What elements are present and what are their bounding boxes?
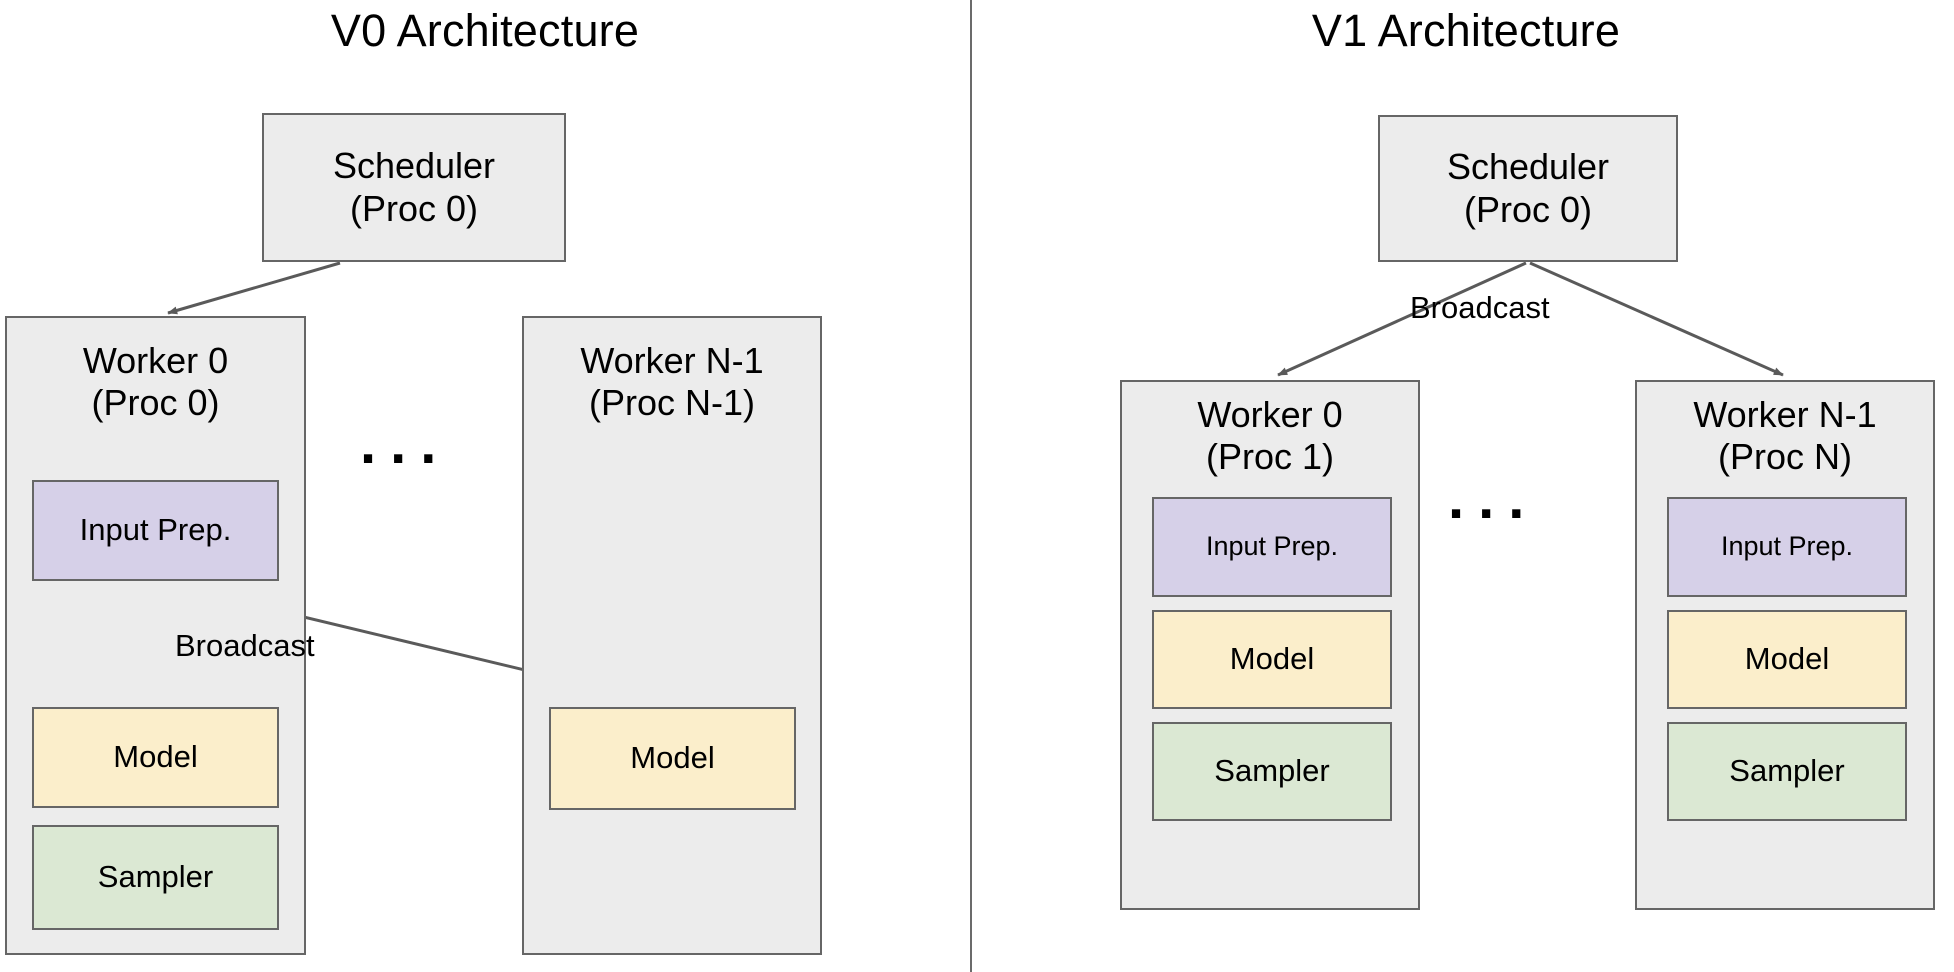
v0-worker-0-input-prep-box[interactable]: Input Prep.	[32, 480, 279, 581]
v1-scheduler-line2: (Proc 0)	[1463, 188, 1593, 230]
arrow-scheduler-to-worker-n-1	[1529, 261, 1784, 377]
panel-divider	[970, 0, 972, 972]
v0-ellipsis: ...	[360, 411, 451, 476]
arrow-scheduler-to-worker-0	[167, 261, 341, 315]
v0-scheduler-line2: (Proc 0)	[349, 187, 479, 229]
v0-worker-n-1-line2: (Proc N-1)	[588, 382, 755, 424]
v0-worker-0-sampler-label: Sampler	[97, 859, 214, 895]
v1-worker-n-1-input-prep-box[interactable]: Input Prep.	[1667, 497, 1907, 597]
v1-worker-n-1-model-box[interactable]: Model	[1667, 610, 1907, 709]
v1-scheduler-line1: Scheduler	[1446, 146, 1610, 188]
v1-worker-0-box[interactable]: Worker 0 (Proc 1) Input Prep. Model Samp…	[1120, 380, 1420, 910]
v0-broadcast-label: Broadcast	[175, 628, 315, 663]
v0-worker-0-box[interactable]: Worker 0 (Proc 0) Input Prep. Model Samp…	[5, 316, 306, 955]
v0-worker-n-1-model-box[interactable]: Model	[549, 707, 796, 810]
v0-scheduler-box[interactable]: Scheduler (Proc 0)	[262, 113, 566, 262]
v1-worker-0-model-label: Model	[1229, 641, 1315, 677]
v0-worker-0-input-prep-label: Input Prep.	[79, 512, 232, 548]
v1-worker-n-1-line2: (Proc N)	[1718, 436, 1852, 478]
v1-worker-0-line2: (Proc 1)	[1205, 436, 1335, 478]
v1-worker-0-line1: Worker 0	[1197, 394, 1343, 435]
v1-worker-n-1-sampler-label: Sampler	[1729, 753, 1845, 789]
v0-worker-0-line2: (Proc 0)	[91, 382, 220, 424]
v0-worker-0-model-box[interactable]: Model	[32, 707, 279, 808]
v1-worker-0-title: Worker 0 (Proc 1)	[1122, 394, 1418, 479]
v1-worker-n-1-title: Worker N-1 (Proc N)	[1637, 394, 1933, 479]
panel-v0-architecture: V0 Architecture Scheduler (Proc 0) Worke…	[0, 0, 970, 972]
v1-worker-n-1-line1: Worker N-1	[1693, 394, 1877, 435]
v1-worker-0-sampler-label: Sampler	[1214, 753, 1330, 789]
v0-worker-n-1-line1: Worker N-1	[580, 340, 764, 381]
v0-scheduler-line1: Scheduler	[332, 145, 496, 187]
v1-scheduler-box[interactable]: Scheduler (Proc 0)	[1378, 115, 1678, 262]
panel-title-v1: V1 Architecture	[1311, 5, 1621, 56]
v0-worker-n-1-model-label: Model	[630, 740, 715, 776]
v0-worker-n-1-title: Worker N-1 (Proc N-1)	[524, 340, 820, 425]
v1-broadcast-label: Broadcast	[1410, 290, 1550, 325]
panel-v1-architecture: V1 Architecture Scheduler (Proc 0) Broad…	[978, 0, 1954, 972]
v0-worker-0-sampler-box[interactable]: Sampler	[32, 825, 279, 930]
v1-worker-0-model-box[interactable]: Model	[1152, 610, 1392, 709]
v0-worker-n-1-box[interactable]: Worker N-1 (Proc N-1) Model	[522, 316, 822, 955]
v1-worker-n-1-model-label: Model	[1744, 641, 1830, 677]
v1-worker-n-1-input-prep-label: Input Prep.	[1720, 531, 1854, 562]
v1-worker-0-input-prep-box[interactable]: Input Prep.	[1152, 497, 1392, 597]
v1-worker-0-sampler-box[interactable]: Sampler	[1152, 722, 1392, 821]
v1-worker-0-input-prep-label: Input Prep.	[1205, 531, 1339, 562]
v0-worker-0-title: Worker 0 (Proc 0)	[7, 340, 304, 425]
v1-ellipsis: ...	[1448, 466, 1539, 531]
v0-worker-0-model-label: Model	[113, 739, 198, 775]
v1-worker-n-1-sampler-box[interactable]: Sampler	[1667, 722, 1907, 821]
panel-title-v0: V0 Architecture	[330, 5, 640, 56]
v1-worker-n-1-box[interactable]: Worker N-1 (Proc N) Input Prep. Model Sa…	[1635, 380, 1935, 910]
v0-worker-0-line1: Worker 0	[82, 340, 229, 381]
